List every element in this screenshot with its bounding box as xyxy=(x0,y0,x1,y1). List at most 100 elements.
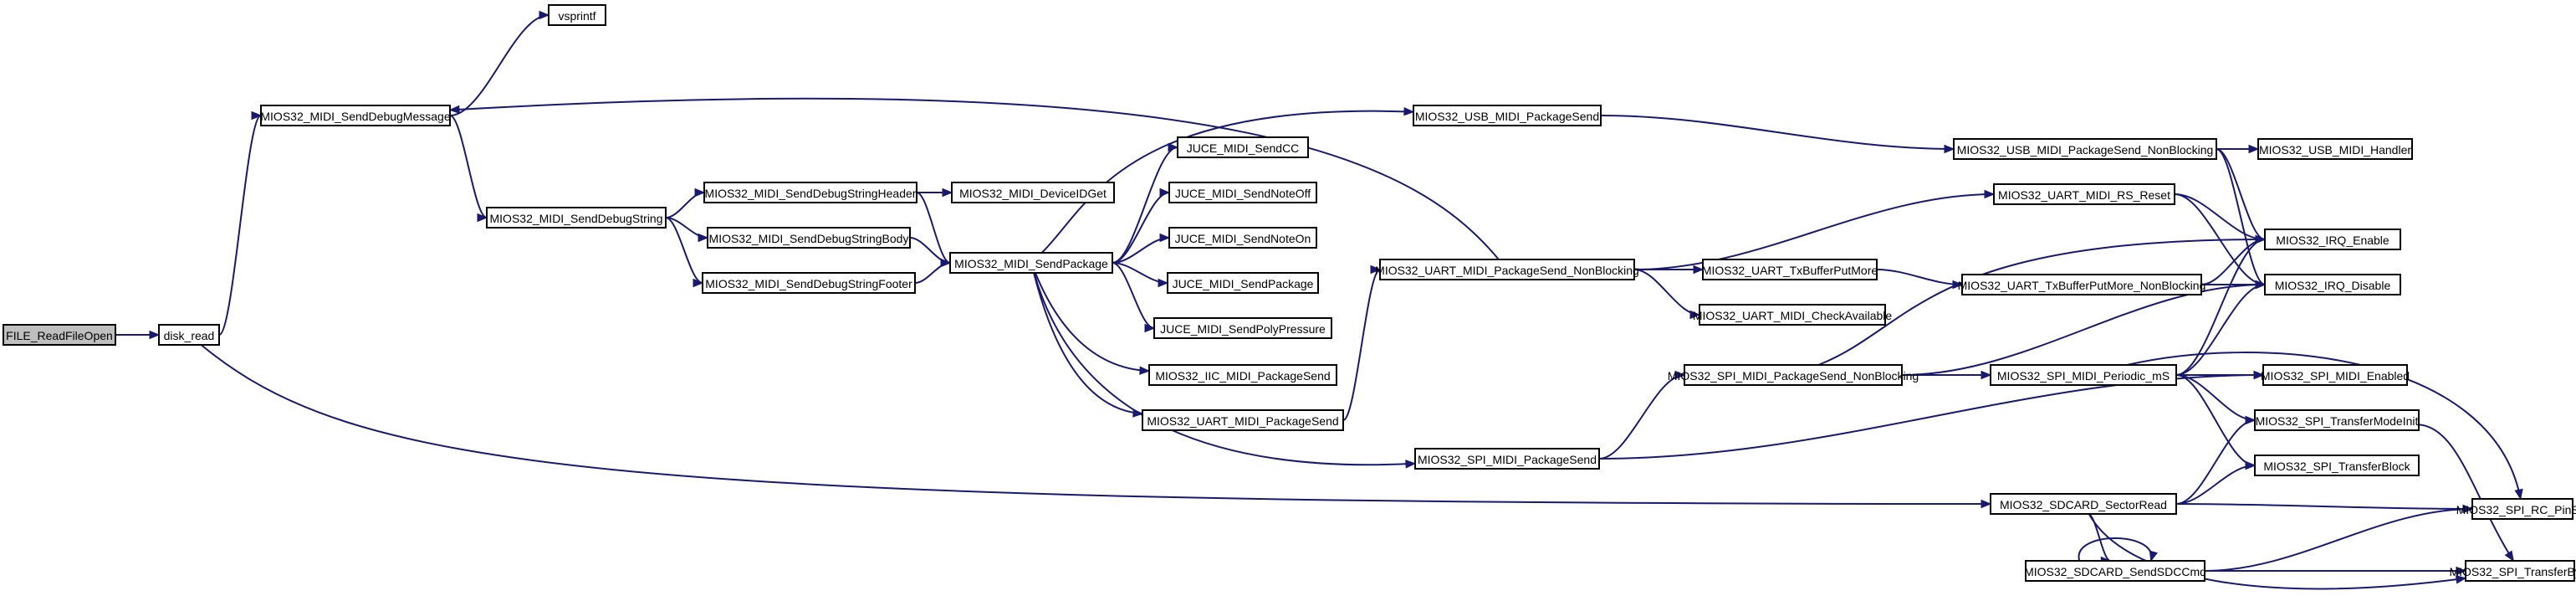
call-edge xyxy=(2175,503,2474,514)
call-edge xyxy=(1112,142,1179,264)
node-label: MIOS32_UART_MIDI_RS_Reset xyxy=(1998,188,2170,202)
node-box xyxy=(1153,317,1332,339)
node-box xyxy=(702,272,916,294)
call-edge xyxy=(665,187,706,218)
node-box xyxy=(1699,304,1886,326)
node-file-readfileopen[interactable]: FILE_ReadFileOpen xyxy=(3,324,116,346)
node-spi-package-send-nb[interactable]: MIOS32_SPI_MIDI_PackageSend_NonBlocking xyxy=(1668,364,1919,386)
node-box xyxy=(2471,498,2573,520)
node-irq-enable[interactable]: MIOS32_IRQ_Enable xyxy=(2264,229,2401,250)
node-box xyxy=(1167,272,1319,294)
node-label: disk_read xyxy=(164,329,215,342)
node-box xyxy=(260,105,451,126)
node-box xyxy=(3,324,116,346)
node-uart-tx-buffer-put-more-nb[interactable]: MIOS32_UART_TxBufferPutMore_NonBlocking xyxy=(1958,274,2206,295)
node-spi-transfer-byte[interactable]: MIOS32_SPI_TransferByte xyxy=(2449,560,2576,582)
call-edge xyxy=(2175,234,2267,376)
node-label: MIOS32_SPI_MIDI_Periodic_mS xyxy=(1997,369,2170,383)
call-edge xyxy=(1634,265,1705,275)
node-label: MIOS32_SPI_TransferModeInit xyxy=(2256,414,2419,428)
call-edge xyxy=(1112,233,1171,264)
node-juce-send-note-on[interactable]: JUCE_MIDI_SendNoteOn xyxy=(1168,227,1317,249)
node-box xyxy=(2264,229,2401,250)
node-label: vsprintf xyxy=(558,9,595,23)
node-uart-tx-buffer-put-more[interactable]: MIOS32_UART_TxBufferPutMore xyxy=(1702,259,1878,280)
node-box xyxy=(703,182,917,203)
call-edge xyxy=(665,217,709,243)
node-iic-package-send[interactable]: MIOS32_IIC_MIDI_PackageSend xyxy=(1148,364,1337,386)
node-sdcard-send-sdc-cmd[interactable]: MIOS32_SDCARD_SendSDCCmd xyxy=(2024,560,2206,582)
node-label: MIOS32_SPI_TransferBlock xyxy=(2263,460,2410,473)
node-box xyxy=(1990,364,2177,386)
node-spi-periodic-ms[interactable]: MIOS32_SPI_MIDI_Periodic_mS xyxy=(1990,364,2177,386)
node-uart-check-available[interactable]: MIOS32_UART_MIDI_CheckAvailable xyxy=(1693,304,1893,326)
node-label: JUCE_MIDI_SendNoteOn xyxy=(1175,232,1311,245)
node-label: MIOS32_MIDI_DeviceIDGet xyxy=(959,187,1107,200)
node-spi-transfer-block[interactable]: MIOS32_SPI_TransferBlock xyxy=(2254,455,2420,476)
node-box xyxy=(2262,364,2408,386)
node-box xyxy=(1148,364,1337,386)
node-spi-midi-enabled[interactable]: MIOS32_SPI_MIDI_Enabled xyxy=(2261,364,2410,386)
node-send-debug-string-header[interactable]: MIOS32_MIDI_SendDebugStringHeader xyxy=(703,182,917,203)
call-edge xyxy=(1040,106,1415,254)
call-edge xyxy=(1876,269,1964,290)
call-edge xyxy=(2216,148,2267,290)
node-send-debug-string-body[interactable]: MIOS32_MIDI_SendDebugStringBody xyxy=(707,227,911,249)
call-edge xyxy=(218,110,263,336)
call-edge xyxy=(449,115,488,223)
node-juce-send-note-off[interactable]: JUCE_MIDI_SendNoteOff xyxy=(1168,182,1317,203)
node-box xyxy=(548,4,606,26)
node-box xyxy=(2025,560,2205,582)
node-box xyxy=(949,252,1113,274)
node-send-debug-string-footer[interactable]: MIOS32_MIDI_SendDebugStringFooter xyxy=(702,272,916,294)
node-box xyxy=(1993,183,2175,205)
node-label: MIOS32_MIDI_SendDebugStringBody xyxy=(709,232,909,245)
node-uart-rs-reset[interactable]: MIOS32_UART_MIDI_RS_Reset xyxy=(1993,183,2175,205)
call-edge xyxy=(2175,374,2257,470)
node-box xyxy=(1142,409,1344,431)
node-send-package[interactable]: MIOS32_MIDI_SendPackage xyxy=(949,252,1113,274)
node-uart-package-send[interactable]: MIOS32_UART_MIDI_PackageSend xyxy=(1142,409,1344,431)
node-juce-send-package[interactable]: JUCE_MIDI_SendPackage xyxy=(1167,272,1319,294)
node-box xyxy=(1379,259,1635,280)
node-box xyxy=(1168,182,1317,203)
node-usb-package-send[interactable]: MIOS32_USB_MIDI_PackageSend xyxy=(1413,105,1602,126)
node-usb-package-send-nb[interactable]: MIOS32_USB_MIDI_PackageSend_NonBlocking xyxy=(1953,138,2217,160)
node-label: MIOS32_UART_TxBufferPutMore_NonBlocking xyxy=(1958,279,2206,292)
node-juce-send-poly-pressure[interactable]: JUCE_MIDI_SendPolyPressure xyxy=(1153,317,1332,339)
node-box xyxy=(1177,136,1309,158)
call-edge xyxy=(2216,148,2267,244)
call-edge xyxy=(1112,262,1156,333)
node-label: MIOS32_UART_TxBufferPutMore xyxy=(1702,264,1878,277)
node-uart-package-send-nb[interactable]: MIOS32_UART_MIDI_PackageSend_NonBlocking xyxy=(1375,259,1639,280)
call-edge xyxy=(2174,193,2267,244)
node-box xyxy=(1684,364,1903,386)
call-edge xyxy=(2418,424,2515,562)
node-spi-rc-pin-set[interactable]: MIOS32_SPI_RC_PinSet xyxy=(2456,498,2576,520)
call-edge xyxy=(2175,374,2257,425)
node-disk-read[interactable]: disk_read xyxy=(158,324,220,346)
node-label: JUCE_MIDI_SendPolyPressure xyxy=(1160,322,1326,336)
call-edge xyxy=(1598,370,1686,460)
node-irq-disable[interactable]: MIOS32_IRQ_Disable xyxy=(2264,274,2401,295)
call-edge xyxy=(449,10,550,116)
node-vsprintf[interactable]: vsprintf xyxy=(548,4,606,26)
node-send-debug-string[interactable]: MIOS32_MIDI_SendDebugString xyxy=(486,207,667,229)
node-spi-package-send[interactable]: MIOS32_SPI_MIDI_PackageSend xyxy=(1414,448,1600,470)
node-sdcard-sector-read[interactable]: MIOS32_SDCARD_SectorRead xyxy=(1990,493,2177,515)
call-edge xyxy=(2175,460,2257,505)
node-box xyxy=(158,324,220,346)
call-edge xyxy=(1112,262,1169,288)
node-label: MIOS32_SPI_MIDI_PackageSend xyxy=(1418,453,1597,466)
node-box xyxy=(2257,138,2413,160)
node-box xyxy=(2465,560,2575,582)
node-juce-send-cc[interactable]: JUCE_MIDI_SendCC xyxy=(1177,136,1309,158)
node-spi-transfer-mode-init[interactable]: MIOS32_SPI_TransferModeInit xyxy=(2254,409,2420,431)
node-label: MIOS32_IIC_MIDI_PackageSend xyxy=(1155,369,1330,383)
node-usb-midi-handler[interactable]: MIOS32_USB_MIDI_Handler xyxy=(2257,138,2413,160)
node-device-id-get[interactable]: MIOS32_MIDI_DeviceIDGet xyxy=(951,182,1115,203)
node-box xyxy=(1168,227,1317,249)
node-send-debug-message[interactable]: MIOS32_MIDI_SendDebugMessage xyxy=(260,105,451,126)
node-label: FILE_ReadFileOpen xyxy=(6,329,113,342)
